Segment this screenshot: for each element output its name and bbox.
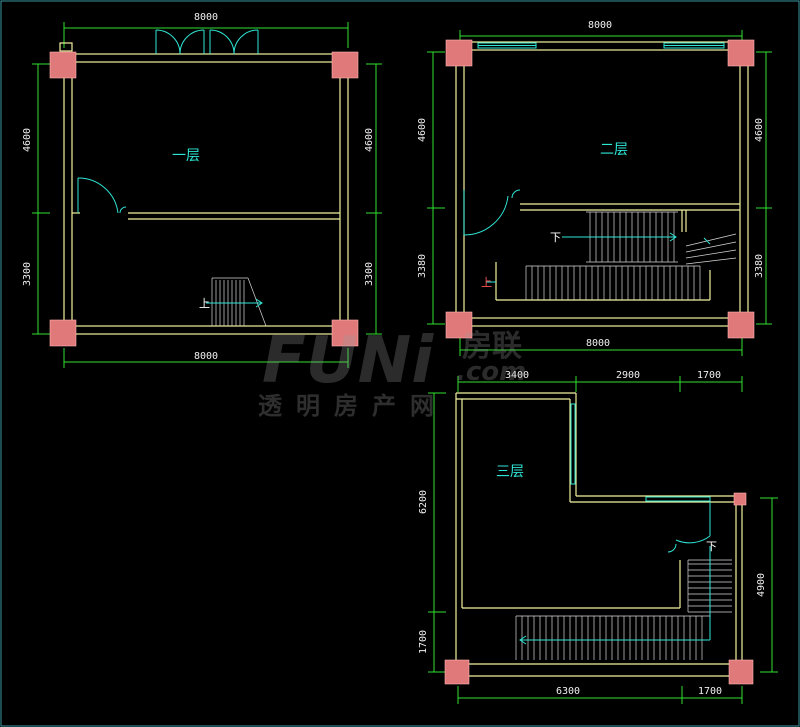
floor-3-dim-top-c: 1700 bbox=[697, 370, 721, 381]
floor-2-windows bbox=[477, 42, 725, 49]
watermark-domain: .com bbox=[456, 357, 526, 387]
floor-1-interior-door bbox=[77, 177, 127, 214]
floor-3-windows bbox=[570, 403, 711, 502]
floor-1-column bbox=[49, 319, 77, 347]
floor-3-label: 三层 bbox=[496, 464, 524, 480]
floor-3-dim-left-lower: 1700 bbox=[418, 630, 429, 654]
floor-1-dim-left-upper: 4600 bbox=[22, 128, 33, 152]
floor-3-dim-bottom-a: 6300 bbox=[556, 686, 580, 697]
floor-2-column bbox=[445, 39, 473, 67]
floor-1-column bbox=[49, 51, 77, 79]
floor-2-column bbox=[445, 311, 473, 339]
floor-1-dim-right-upper: 4600 bbox=[364, 128, 375, 152]
floor-1-label: 一层 bbox=[172, 148, 200, 164]
floor-2-dim-right-lower: 3380 bbox=[754, 254, 765, 278]
floor-3-door bbox=[667, 502, 711, 553]
floor-2-stair-landing bbox=[685, 233, 737, 265]
floor-2-stair-down-label: 下 bbox=[550, 231, 561, 244]
watermark-brand-cn: 房联 bbox=[462, 329, 522, 364]
floor-3-dim-right: 4900 bbox=[756, 573, 767, 597]
floor-3-column bbox=[733, 492, 747, 506]
floor-3-dim-bottom-b: 1700 bbox=[698, 686, 722, 697]
floor-1-plan: 8000 8000 4600 3300 4600 3300 bbox=[22, 12, 382, 368]
floor-2-dim-top: 8000 bbox=[588, 20, 612, 31]
floor-2-dim-right-upper: 4600 bbox=[754, 118, 765, 142]
floor-3-column bbox=[728, 659, 754, 685]
floor-2-dim-left-upper: 4600 bbox=[417, 118, 428, 142]
floor-2-dim-left-lower: 3380 bbox=[417, 254, 428, 278]
floor-1-dim-left-lower: 3300 bbox=[22, 262, 33, 286]
floor-1-dim-right-lower: 3300 bbox=[364, 262, 375, 286]
floor-2-label: 二层 bbox=[600, 142, 628, 158]
floor-1-stair-up-label: 上 bbox=[199, 297, 210, 310]
floor-3-dimensions bbox=[428, 376, 778, 704]
floor-1-dim-top: 8000 bbox=[194, 12, 218, 23]
floor-1-column bbox=[331, 319, 359, 347]
site-watermark: FUNi 房联 .com 透明房产网 bbox=[258, 324, 526, 420]
floor-3-column bbox=[444, 659, 470, 685]
floor-1-entrance-doors bbox=[155, 29, 259, 55]
floor-3-stair-down-label: 下 bbox=[706, 540, 717, 553]
floor-2-column bbox=[727, 39, 755, 67]
floor-2-dim-bottom: 8000 bbox=[586, 338, 610, 349]
floor-3-dim-top-a: 3400 bbox=[505, 370, 529, 381]
floor-3-plan: 3400 2900 1700 6300 1700 6200 1700 4900 bbox=[418, 370, 778, 704]
floor-2-column bbox=[727, 311, 755, 339]
floor-2-stair-lower bbox=[486, 265, 701, 300]
floor-3-stair-lower bbox=[515, 615, 710, 660]
floor-1-dim-bottom: 8000 bbox=[194, 351, 218, 362]
floor-3-stair-upper bbox=[687, 546, 732, 640]
floor-2-stair-up-label: 上 bbox=[481, 276, 492, 289]
floor-2-stair-upper bbox=[562, 211, 678, 263]
floor-1-column bbox=[331, 51, 359, 79]
floor-3-dim-left-upper: 6200 bbox=[418, 490, 429, 514]
floor-2-door bbox=[463, 189, 521, 236]
watermark-brand: FUNi bbox=[262, 324, 434, 398]
floor-3-walls bbox=[455, 392, 743, 677]
floor-3-dim-top-b: 2900 bbox=[616, 370, 640, 381]
floor-2-dimensions bbox=[427, 30, 772, 356]
watermark-slogan: 透明房产网 bbox=[258, 392, 448, 420]
floor-1-stair bbox=[206, 277, 267, 327]
floor-1-dimensions bbox=[32, 22, 382, 368]
floor-2-plan: 8000 8000 4600 3380 4600 3380 bbox=[417, 20, 772, 356]
